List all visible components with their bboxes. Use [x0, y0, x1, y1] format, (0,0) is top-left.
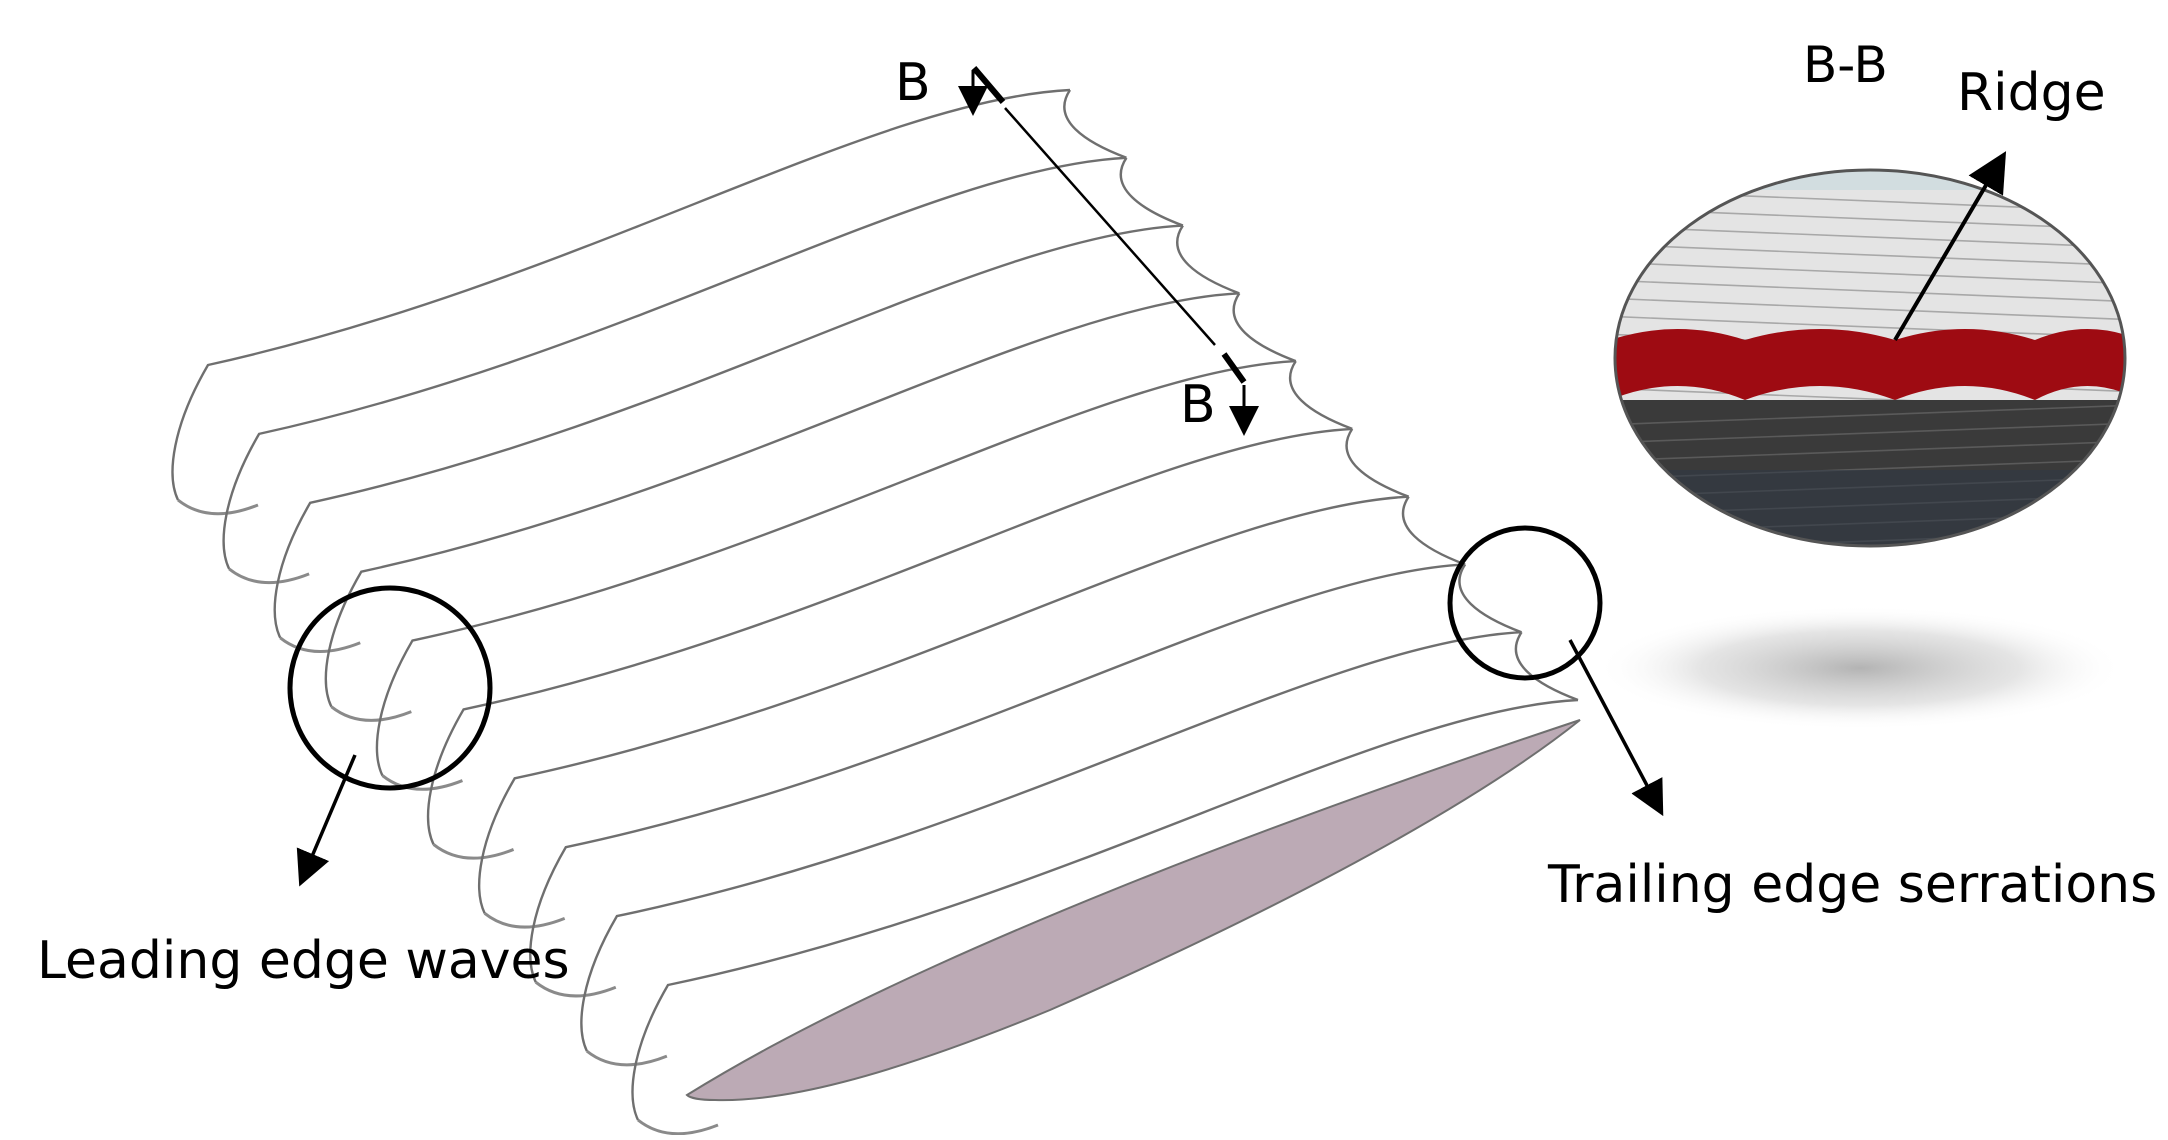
- leading-edge-wave: [637, 1118, 719, 1136]
- trailing-edge-serration: [1119, 157, 1184, 227]
- inset-dark-line: [1615, 404, 2125, 426]
- inset-light-line: [1615, 225, 2125, 249]
- root-airfoil-section: [685, 719, 1581, 1102]
- inset-dark-line: [1600, 549, 2140, 569]
- inset-frame: [1613, 168, 2127, 548]
- inset-light-line: [1615, 297, 2125, 321]
- leading-edge-wave: [177, 498, 259, 516]
- trailing-edge-arrow: [1568, 639, 1664, 817]
- wing-ridge-line: [478, 495, 1409, 914]
- leading-edge-wave: [534, 981, 617, 998]
- trailing-edge-serration: [1345, 428, 1410, 498]
- wing-ridge-line: [222, 156, 1127, 570]
- wing-ridge-line: [375, 359, 1296, 777]
- inset-dark-line: [1615, 422, 2125, 444]
- leading-edge-circle: [287, 585, 493, 791]
- ridge-arrow: [1893, 151, 2007, 342]
- ridge-label: Ridge: [1957, 63, 2106, 123]
- inset-grey-block: [1560, 340, 1610, 410]
- inset-shadow: [1595, 606, 2125, 730]
- inset-light-line: [1615, 243, 2125, 267]
- section-label-top: B: [895, 53, 931, 113]
- section-line-b-b: B B: [895, 53, 1259, 436]
- leading-edge-wave: [432, 843, 515, 860]
- leading-edge-label: Leading edge waves: [37, 931, 570, 991]
- trailing-edge-serration: [1232, 292, 1297, 363]
- trailing-edge-serration: [1514, 631, 1579, 702]
- ridge-lines: [171, 88, 1579, 1136]
- trailing-edge-serration: [1458, 563, 1522, 634]
- wing-ridge-line: [324, 292, 1240, 708]
- inset-light-line: [1615, 261, 2125, 285]
- trailing-edge-serration: [1289, 360, 1353, 431]
- inset-ridge-profile: [1615, 329, 2125, 405]
- section-cut-line: [1004, 107, 1216, 346]
- trailing-edge-serration: [1063, 89, 1127, 159]
- trailing-edge-serration: [1401, 496, 1466, 566]
- leading-edge-wave: [279, 636, 361, 654]
- leading-edge-wave: [228, 567, 310, 585]
- wing-ridge-line: [631, 698, 1579, 1121]
- wing-body: [171, 88, 1581, 1136]
- wing-ridge-line: [580, 631, 1522, 1052]
- section-inset: B-B Ridge: [1560, 36, 2140, 730]
- leading-edge-callout: Leading edge waves: [37, 585, 570, 991]
- leading-edge-wave: [585, 1049, 668, 1067]
- section-label-bottom: B: [1180, 375, 1216, 435]
- trailing-edge-circle: [1447, 525, 1603, 681]
- leading-edge-wave: [483, 912, 566, 929]
- section-tick-top: [971, 66, 1006, 104]
- inset-light-line: [1615, 315, 2125, 339]
- inset-top-band: [1615, 170, 2125, 190]
- wing-ridge-line: [273, 224, 1183, 639]
- inset-light-line: [1615, 279, 2125, 303]
- wing-ridge-line: [171, 88, 1071, 501]
- leading-edge-arrow: [296, 754, 357, 887]
- leading-edge-wave: [330, 705, 412, 722]
- inset-dark-line: [1615, 440, 2125, 462]
- wing-ridge-line: [426, 427, 1353, 845]
- section-title: B-B: [1803, 36, 1888, 94]
- trailing-edge-callout: Trailing edge serrations: [1447, 525, 2157, 915]
- leading-edge-wave: [381, 774, 464, 791]
- trailing-edge-serration: [1176, 224, 1240, 295]
- wing-ridge-line: [529, 563, 1466, 983]
- section-tick-bottom: [1221, 352, 1247, 384]
- trailing-edge-label: Trailing edge serrations: [1547, 855, 2157, 915]
